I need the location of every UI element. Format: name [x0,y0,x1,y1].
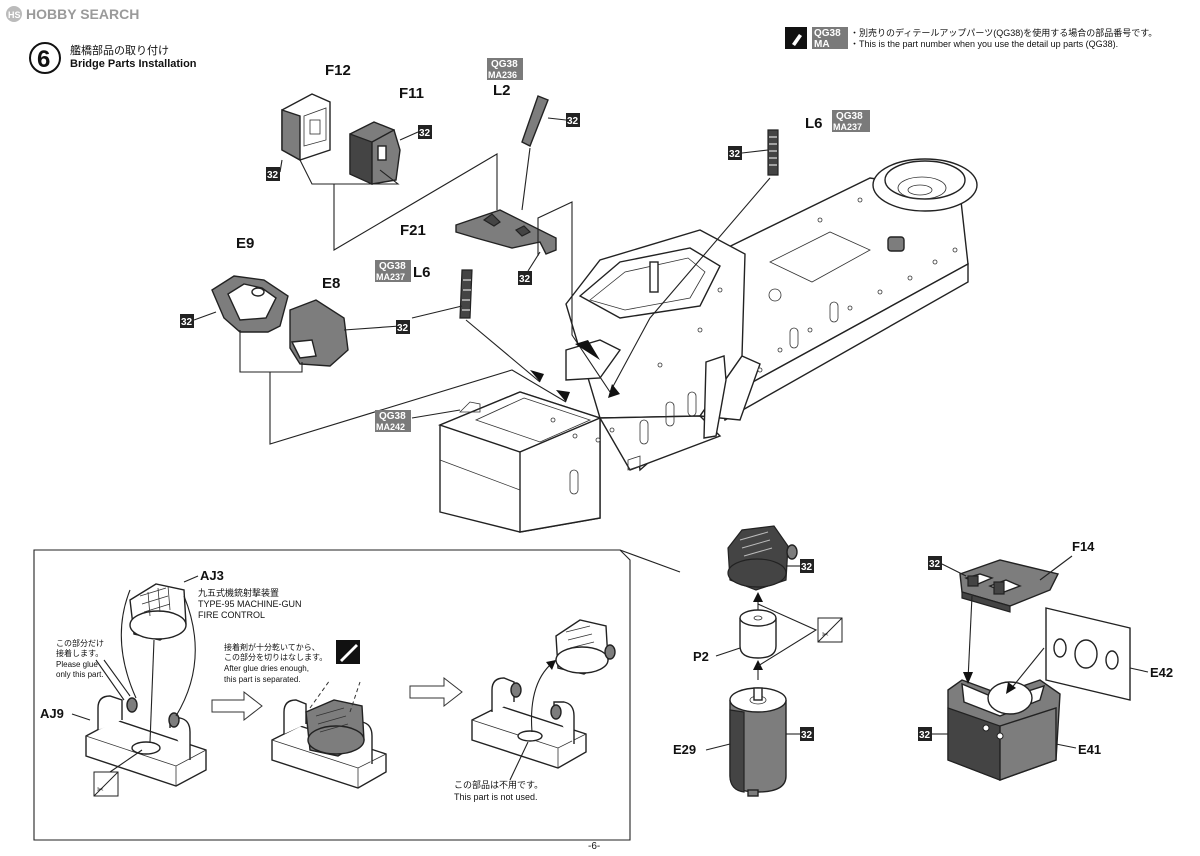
part-l2-label: L2 [493,82,511,99]
e41-label: E41 [1078,742,1101,757]
legend-code-bottom: MA [814,39,830,50]
part-e9: E9 [211,235,289,333]
legend-text-en: ・This is the part number when you use th… [850,39,1118,49]
part-e8-label: E8 [322,275,340,292]
svg-text:32: 32 [929,559,941,570]
aj3-label: AJ3 [200,568,224,583]
not-used-en: This part is not used. [454,792,538,802]
glue-only-jp-2: 接着します。 [56,648,103,658]
bridge-hull [438,158,978,533]
aj9-label: AJ9 [40,706,64,721]
qg-tag-l2: QG38 MA236 [487,58,523,80]
part-l6-mid-label: L6 [413,264,431,281]
svg-text:32: 32 [801,730,813,741]
cut-off-icon: ✂ [93,771,119,797]
legend-text-jp: ・別売りのディテールアップパーツ(QG38)を使用する場合の部品番号です。 [850,27,1157,38]
watermark-text: HOBBY SEARCH [26,6,139,22]
f14-e41-assembly: F14 E42 E41 32 32 [918,539,1173,781]
not-used-icon: ✂ [817,617,843,643]
qg-tag-l2-top: QG38 [491,59,518,70]
svg-text:✂: ✂ [97,785,104,794]
svg-text:32: 32 [919,730,931,741]
svg-text:32: 32 [397,323,409,334]
step-title-en: Bridge Parts Installation [70,58,197,70]
glue-badges-upper: 32 32 32 32 32 32 32 [180,113,742,334]
glue-only-jp-1: この部分だけ [56,638,104,648]
step-arrow-2 [409,676,463,708]
assembly-lines [239,147,771,445]
glue-badge: 32 [800,559,814,573]
qg-tag-l6-top-top: QG38 [836,111,863,122]
svg-text:32: 32 [181,317,193,328]
part-f12-label: F12 [325,62,351,79]
part-l6-mid: L6 [413,264,473,319]
qg-tag-deck-top: QG38 [379,411,406,422]
qg-tag-l6-top-bottom: MA237 [833,122,862,132]
p2-label: P2 [693,649,709,664]
step-arrow-1 [211,690,263,722]
glue-badge: 32 [518,271,532,285]
qg-tag-deck: QG38 MA242 [375,410,411,432]
machine-gun-inset: AJ3 九五式機銃射撃装置 TYPE-95 MACHINE-GUN FIRE C… [33,549,681,841]
page-number: -6- [588,841,600,852]
gun-name-jp: 九五式機銃射撃装置 [198,587,279,598]
part-f12: F12 [281,62,351,162]
glue-badge: 32 [918,727,932,741]
svg-text:32: 32 [567,116,579,127]
glue-only-en-1: Please glue [56,660,98,669]
step-number-circle [29,42,61,74]
detail-up-legend: QG38 MA ・別売りのディテールアップパーツ(QG38)を使用する場合の部品… [785,27,1157,50]
glue-badge: 32 [928,556,942,570]
f14-label: F14 [1072,539,1095,554]
gun-name-en-1: TYPE-95 MACHINE-GUN [198,599,302,609]
brush-icon [792,34,802,46]
step-title-jp: 艦橋部品の取り付け [70,43,169,57]
part-l6-top-label: L6 [805,115,823,132]
glue-only-en-2: only this part. [56,670,104,679]
qg-tag-l2-bottom: MA236 [488,70,517,80]
e42-label: E42 [1150,665,1173,680]
qg-tag-l6-mid: QG38 MA237 [375,260,411,282]
glue-badge: 32 [728,146,742,160]
svg-text:32: 32 [801,562,813,573]
part-e8: E8 [289,275,349,367]
p2-e29-assembly: P2 E29 ✂ 32 32 [673,525,843,797]
watermark: HS HOBBY SEARCH [6,6,139,22]
part-e9-label: E9 [236,235,254,252]
legend-code-top: QG38 [814,28,841,39]
part-l6-top: L6 [767,115,823,176]
part-f11: F11 [349,85,424,185]
knife-icon [336,640,360,664]
svg-text:✂: ✂ [822,630,829,639]
not-used-jp: この部品は不用です。 [454,779,543,790]
gun-name-en-2: FIRE CONTROL [198,610,265,620]
svg-text:HS: HS [8,10,21,20]
glue-badge: 32 [800,727,814,741]
qg-tag-deck-bottom: MA242 [376,422,405,432]
qg-tag-l6-top: QG38 MA237 [832,110,870,132]
after-glue-jp-1: 接着剤が十分乾いてから、 [224,642,320,652]
part-f21: F21 [400,209,557,255]
part-f21-label: F21 [400,222,426,239]
glue-badge: 32 [266,167,280,181]
svg-text:32: 32 [729,149,741,160]
glue-badge: 32 [566,113,580,127]
svg-text:32: 32 [519,274,531,285]
glue-badge: 32 [396,320,410,334]
part-l2: L2 [493,82,549,147]
qg-tag-l6-mid-bottom: MA237 [376,272,405,282]
svg-text:32: 32 [267,170,279,181]
qg-tag-l6-mid-top: QG38 [379,261,406,272]
after-glue-en-1: After glue dries enough, [224,664,309,673]
svg-text:32: 32 [419,128,431,139]
part-f11-label: F11 [399,85,424,102]
e29-label: E29 [673,742,696,757]
step-header: 6 艦橋部品の取り付け Bridge Parts Installation [29,42,197,74]
glue-badge: 32 [418,125,432,139]
glue-badge: 32 [180,314,194,328]
after-glue-en-2: this part is separated. [224,675,300,684]
after-glue-jp-2: この部分を切りはなします。 [224,652,327,662]
step-number: 6 [37,46,50,73]
